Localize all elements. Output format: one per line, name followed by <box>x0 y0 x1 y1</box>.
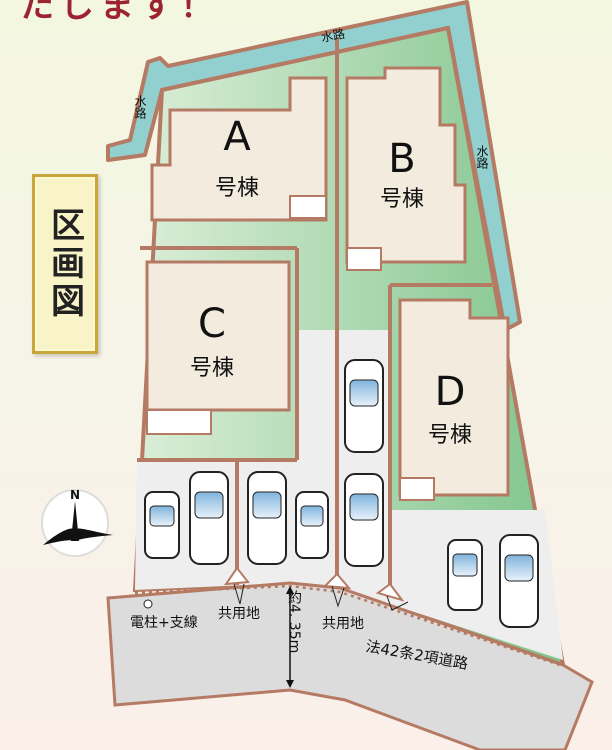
plan-title-box: 区画図 <box>32 174 98 354</box>
heading-fragment: たします！ <box>20 0 220 26</box>
building-b <box>345 66 467 264</box>
shared-land-label-left: 共用地 <box>218 606 260 622</box>
utility-pole-icon <box>143 599 153 609</box>
compass-icon: N <box>41 488 113 557</box>
plan-title: 区画図 <box>44 207 85 321</box>
car <box>144 491 180 559</box>
lot-b-letter: B <box>388 136 415 182</box>
lot-d-suffix: 号棟 <box>428 423 472 448</box>
entrance-d <box>399 477 435 501</box>
car <box>247 471 287 565</box>
utility-pole-label: 電柱+支線 <box>130 615 198 631</box>
entrance-b <box>346 247 382 271</box>
car <box>344 359 384 453</box>
shared-land-label-right: 共用地 <box>322 616 364 632</box>
lot-d-letter: D <box>435 369 466 415</box>
lot-a-letter: A <box>223 114 251 160</box>
waterway-label-left: 水路 <box>133 95 147 120</box>
lot-c-letter: C <box>198 301 226 347</box>
car <box>447 539 483 611</box>
car <box>295 491 329 559</box>
compass-north-label: N <box>70 488 80 502</box>
parked-cars <box>144 359 539 628</box>
building-c <box>145 260 291 412</box>
waterway-label-top: 水路 <box>320 26 346 45</box>
waterway-label-right: 水路 <box>475 145 489 170</box>
road-width-label: 約4. 35m <box>286 590 302 653</box>
car <box>499 534 539 628</box>
lot-boundaries <box>137 38 492 596</box>
building-a <box>150 76 328 222</box>
entrance-c <box>146 409 212 435</box>
car <box>344 473 384 567</box>
lot-a-suffix: 号棟 <box>215 176 259 201</box>
entrance-a <box>289 195 327 219</box>
lot-c-suffix: 号棟 <box>190 356 234 381</box>
lot-b-suffix: 号棟 <box>380 187 424 212</box>
car <box>189 471 229 565</box>
